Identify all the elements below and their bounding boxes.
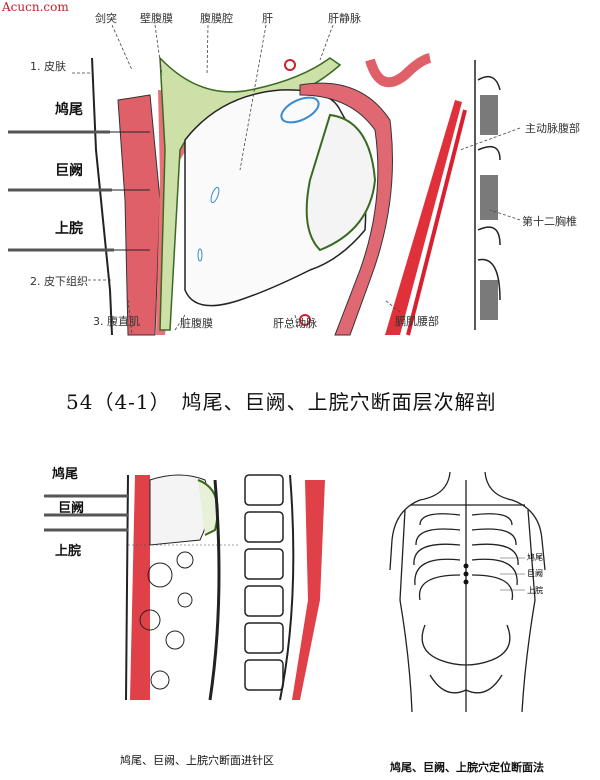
label-shangwan-torso: 上脘 bbox=[527, 586, 543, 595]
label-jiuwei-lower: 鸠尾 bbox=[52, 467, 79, 482]
cross-section-illustration bbox=[8, 24, 521, 336]
label-hepatic-vein: 肝静脉 bbox=[328, 12, 361, 25]
label-rectus-abdominis: 3. 腹直肌 bbox=[93, 315, 140, 328]
acupoint-markers bbox=[463, 563, 469, 585]
torso-skeleton-illustration bbox=[389, 471, 546, 713]
location-caption: 鸠尾、巨阙、上脘穴定位断面法 bbox=[390, 761, 544, 774]
label-peritoneal-cavity: 腹膜腔 bbox=[200, 12, 233, 25]
label-abdominal-aorta: 主动脉腹部 bbox=[525, 122, 580, 135]
label-visceral-peritoneum: 脏腹膜 bbox=[180, 317, 213, 330]
label-jiuwei-torso: 鸠尾 bbox=[527, 553, 543, 562]
label-subcutaneous: 2. 皮下组织 bbox=[30, 275, 88, 288]
label-diaphragm-lumbar: 膈肌腰部 bbox=[395, 315, 439, 328]
figure-caption: 54（4-1） 鸠尾、巨阙、上脘穴断面层次解剖 bbox=[66, 390, 497, 414]
label-juque-lower: 巨阙 bbox=[58, 501, 85, 516]
label-jiuwei: 鸠尾 bbox=[55, 102, 83, 118]
label-liver: 肝 bbox=[262, 12, 273, 25]
label-parietal-peritoneum: 壁腹膜 bbox=[140, 12, 173, 25]
label-common-hepatic-artery: 肝总动脉 bbox=[273, 317, 317, 330]
label-t12-vertebra: 第十二胸椎 bbox=[522, 215, 577, 228]
needle-area-caption: 鸠尾、巨阙、上脘穴断面进针区 bbox=[120, 754, 274, 767]
label-skin: 1. 皮肤 bbox=[30, 60, 66, 73]
label-juque: 巨阙 bbox=[55, 163, 83, 179]
label-juque-torso: 巨阙 bbox=[527, 569, 543, 578]
label-xiphoid: 剑突 bbox=[95, 12, 117, 25]
needle-area-illustration bbox=[44, 474, 325, 701]
label-shangwan: 上脘 bbox=[55, 221, 83, 237]
watermark: Acucn.com bbox=[2, 0, 69, 14]
label-shangwan-lower: 上脘 bbox=[55, 544, 82, 559]
